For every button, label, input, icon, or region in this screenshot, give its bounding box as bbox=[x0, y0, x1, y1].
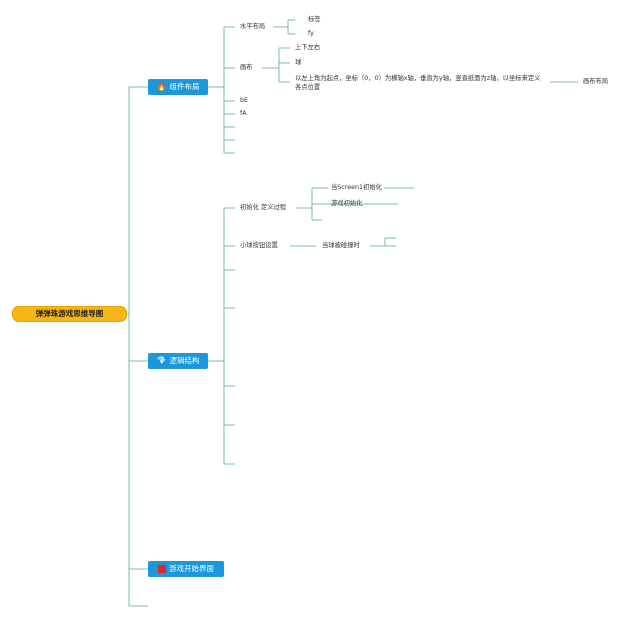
branch-start[interactable]: 游戏开始界面 bbox=[148, 561, 224, 577]
fire-icon: 🔥 bbox=[156, 82, 167, 91]
branch-layout[interactable]: 🔥 组件布局 bbox=[148, 79, 208, 95]
branch-logic-label: 逻辑结构 bbox=[169, 356, 200, 365]
gem-icon: 💎 bbox=[156, 356, 167, 365]
node-ball-collision[interactable]: 当球被碰撞时 bbox=[322, 242, 360, 249]
node-horizontal-layout[interactable]: 水平布局 bbox=[240, 23, 266, 30]
root-node[interactable]: 弹弹珠游戏思维导图 bbox=[12, 306, 127, 322]
node-screen1-init[interactable]: 当Screen1初始化 bbox=[331, 184, 382, 191]
node-canvas[interactable]: 画布 bbox=[240, 64, 253, 71]
branch-start-label: 游戏开始界面 bbox=[169, 564, 214, 573]
node-game-init[interactable]: 游戏初始化 bbox=[331, 200, 363, 207]
node-fa[interactable]: fA bbox=[240, 110, 247, 117]
node-ball-button[interactable]: 小球按钮设置 bbox=[240, 242, 278, 249]
node-be[interactable]: bE bbox=[240, 97, 248, 104]
node-directions[interactable]: 上下左右 bbox=[295, 44, 321, 51]
branch-layout-label: 组件布局 bbox=[169, 82, 200, 91]
node-coordinates[interactable]: 以左上角为起点，坐标（0，0）为横轴x轴，垂直为y轴，竖直纸面为z轴，以坐标来定… bbox=[295, 75, 541, 91]
node-init-procedure[interactable]: 初始化 定义过程 bbox=[240, 204, 287, 211]
node-canvas-layout[interactable]: 画布布局 bbox=[583, 78, 609, 85]
node-ball[interactable]: 球 bbox=[295, 59, 302, 66]
node-label[interactable]: 标签 bbox=[308, 16, 321, 23]
node-fy[interactable]: fy bbox=[308, 30, 314, 37]
red-square-icon bbox=[158, 565, 166, 573]
branch-logic[interactable]: 💎 逻辑结构 bbox=[148, 353, 208, 369]
